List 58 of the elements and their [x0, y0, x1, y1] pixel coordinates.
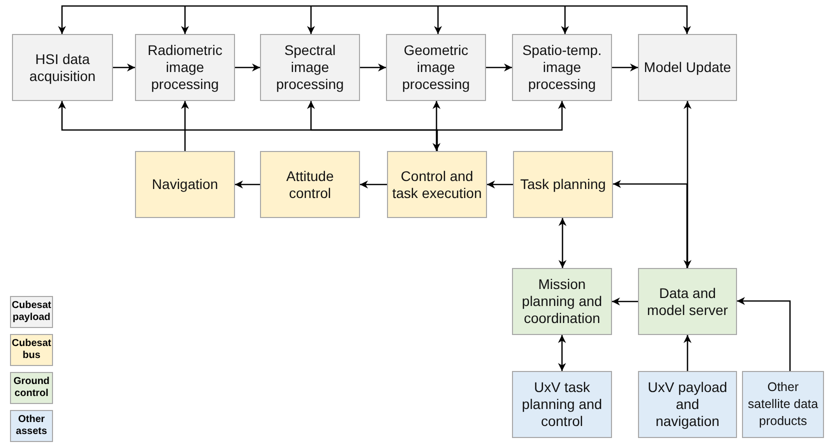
- process-box: [387, 151, 487, 218]
- box-label: Task planning: [519, 176, 607, 193]
- legend-text: Cubesat bus: [11, 338, 52, 362]
- arrow: [684, 335, 692, 371]
- legend-text: Cubesat payload: [11, 300, 52, 324]
- process-box: [512, 268, 612, 335]
- arrow: [235, 64, 260, 72]
- arrow: [737, 297, 791, 371]
- process-box: [638, 371, 737, 438]
- arrow: [181, 6, 189, 34]
- process-box: [260, 34, 360, 101]
- process-box: [12, 34, 113, 101]
- arrow: [181, 101, 189, 151]
- box-label: Navigation: [150, 176, 220, 193]
- box-label: UxV payload and navigation: [646, 379, 728, 430]
- arrow: [486, 64, 512, 72]
- box-label: Attitude control: [285, 168, 335, 202]
- arrow: [360, 64, 386, 72]
- arrow: [613, 180, 688, 268]
- box-label: Spectral image processing: [275, 42, 345, 93]
- arrow: [561, 6, 569, 34]
- box-label: Geometric image processing: [401, 42, 471, 93]
- box-label: Control and task execution: [391, 168, 483, 202]
- arrow: [436, 101, 566, 151]
- legend-text: Ground control: [12, 376, 51, 400]
- process-box: [512, 34, 612, 101]
- arrow: [684, 101, 692, 268]
- process-box: [513, 151, 613, 218]
- arrow: [558, 218, 566, 268]
- legend-text: Other assets: [14, 414, 48, 438]
- arrow: [235, 180, 260, 188]
- process-box: [638, 34, 737, 101]
- arrow: [487, 180, 513, 188]
- arrow: [432, 101, 440, 151]
- arrow: [360, 180, 387, 188]
- arrow: [113, 64, 135, 72]
- arrow: [612, 298, 638, 306]
- box-label: Spatio-temp. image processing: [521, 42, 603, 93]
- arrow: [58, 5, 374, 34]
- box-label: HSI data acquisition: [28, 50, 97, 84]
- box-label: Radiometric image processing: [146, 42, 224, 93]
- process-box: [135, 151, 235, 218]
- process-box: [260, 151, 360, 218]
- process-box: [742, 371, 824, 438]
- process-box: [386, 34, 486, 101]
- arrow: [434, 6, 442, 34]
- arrow: [558, 335, 566, 371]
- box-label: Data and model server: [646, 284, 729, 318]
- box-label: Model Update: [642, 59, 732, 76]
- box-label: Other satellite data products: [746, 379, 820, 430]
- process-box: [135, 34, 235, 101]
- process-box: [638, 268, 737, 335]
- arrow: [612, 64, 638, 72]
- process-box: [512, 371, 612, 438]
- arrow: [374, 5, 691, 34]
- box-label: UxV task planning and control: [520, 379, 604, 430]
- arrow: [307, 6, 315, 34]
- box-label: Mission planning and coordination: [520, 276, 604, 327]
